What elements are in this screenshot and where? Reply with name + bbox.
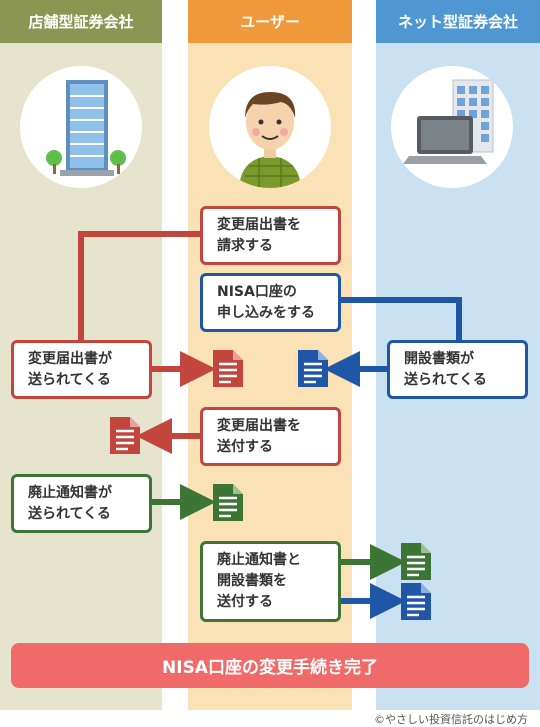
laptop-building-icon xyxy=(403,79,494,164)
store-broker-header: 店舗型証券会社 xyxy=(0,0,162,43)
step-send-change-form: 変更届出書を 送付する xyxy=(200,407,341,466)
copyright-text: ©やさしい投資信託のはじめ方 xyxy=(374,713,528,726)
user-avatar-icon xyxy=(239,92,301,188)
completion-banner: NISA口座の変更手続き完了 xyxy=(11,643,529,688)
user-illustration xyxy=(209,66,331,188)
blue-document-icon xyxy=(401,583,431,620)
apply-connector xyxy=(341,297,462,340)
step-change-form-sent: 変更届出書が 送られてくる xyxy=(11,340,152,399)
blue-document-icon xyxy=(298,350,328,387)
red-document-icon xyxy=(213,350,243,387)
red-document-icon xyxy=(110,417,140,454)
step-send-closure-and-docs: 廃止通知書と 開設書類を 送付する xyxy=(200,541,341,622)
office-building-icon xyxy=(46,80,126,176)
request-connector xyxy=(78,231,200,340)
step-request-change-form: 変更届出書を 請求する xyxy=(200,206,341,265)
step-opening-docs-sent: 開設書類が 送られてくる xyxy=(387,340,528,399)
step-closure-notice-sent: 廃止通知書が 送られてくる xyxy=(11,474,152,533)
user-header: ユーザー xyxy=(188,0,352,43)
online-broker-header: ネット型証券会社 xyxy=(376,0,540,43)
store-broker-illustration xyxy=(20,66,142,188)
online-broker-illustration xyxy=(391,66,513,188)
green-document-icon xyxy=(213,484,243,521)
green-document-icon xyxy=(401,543,431,580)
step-apply-nisa: NISA口座の 申し込みをする xyxy=(200,273,341,332)
